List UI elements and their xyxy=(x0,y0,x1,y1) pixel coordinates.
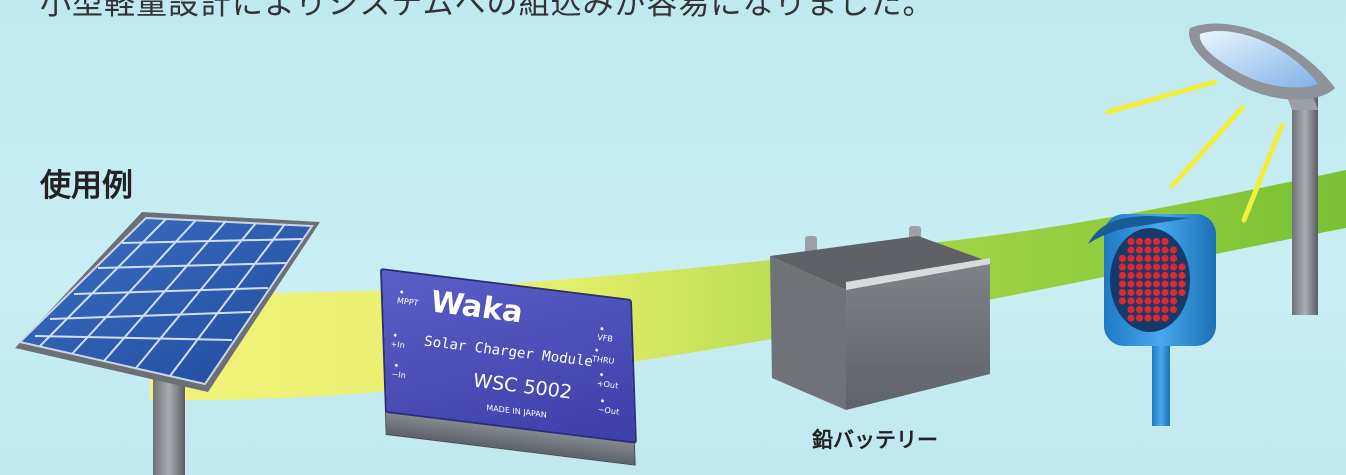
led-dot xyxy=(1135,280,1144,288)
led-dot xyxy=(1118,271,1127,280)
led-dot xyxy=(1161,305,1169,314)
led-dot xyxy=(1152,314,1161,322)
led-dot xyxy=(1169,271,1178,280)
led-dot xyxy=(1178,263,1186,271)
module-made-in: MADE IN JAPAN xyxy=(486,403,547,420)
pin-vfb: VFB xyxy=(597,333,613,344)
led-dot xyxy=(1161,246,1169,254)
usage-example-heading: 使用例 xyxy=(40,168,133,204)
led-dot xyxy=(1127,237,1135,246)
led-dot xyxy=(1169,263,1178,271)
led-dot xyxy=(1152,246,1161,254)
led-dot xyxy=(1144,271,1152,280)
led-dot xyxy=(1127,288,1135,297)
led-dot xyxy=(1144,314,1152,322)
led-dot xyxy=(1144,263,1152,271)
led-dot xyxy=(1144,305,1152,314)
led-dot xyxy=(1127,246,1135,254)
led-dot xyxy=(1161,297,1169,305)
led-dot xyxy=(1135,263,1144,271)
led-dot xyxy=(1152,237,1161,246)
led-dot xyxy=(1135,271,1144,280)
led-dot xyxy=(1135,254,1144,263)
solar-charger-module: Waka Solar Charger Module WSC 5002 MADE … xyxy=(380,268,648,469)
led-dot xyxy=(1127,271,1135,280)
pin-minus-out: −Out xyxy=(598,405,620,417)
module-title: Solar Charger Module xyxy=(424,333,594,371)
led-dot xyxy=(1144,237,1152,246)
led-dot xyxy=(1127,254,1135,263)
warning-signal-icon xyxy=(1088,214,1216,346)
pin-plus-in: +In xyxy=(390,339,404,350)
led-dot xyxy=(1127,305,1135,314)
description-text: 小型軽量設計によりシステムへの組込みが容易になりました。 xyxy=(40,0,935,22)
pin-plus-out: +Out xyxy=(597,379,619,391)
solar-panel-icon xyxy=(15,212,320,392)
led-dot xyxy=(1161,271,1169,280)
signal-pole xyxy=(1152,342,1170,426)
street-lamp-icon xyxy=(1189,23,1335,100)
led-dot xyxy=(1144,246,1152,254)
led-dot xyxy=(1169,246,1178,254)
led-dot xyxy=(1118,280,1127,288)
led-dot xyxy=(1118,263,1127,271)
led-dot xyxy=(1161,254,1169,263)
led-dot xyxy=(1118,288,1127,297)
led-dot xyxy=(1135,297,1144,305)
led-dot xyxy=(1169,280,1178,288)
battery-label: 鉛バッテリー xyxy=(812,428,938,452)
module-brand: Waka xyxy=(430,284,523,331)
led-dot xyxy=(1127,297,1135,305)
pin-mppt: MPPT xyxy=(397,296,419,308)
led-dot xyxy=(1152,305,1161,314)
led-dot xyxy=(1178,288,1186,297)
led-dot xyxy=(1144,280,1152,288)
led-dot xyxy=(1135,246,1144,254)
led-dot xyxy=(1169,305,1178,314)
led-dot xyxy=(1127,280,1135,288)
led-dot xyxy=(1135,237,1144,246)
led-dot xyxy=(1161,237,1169,246)
led-dot xyxy=(1161,263,1169,271)
led-dot xyxy=(1178,280,1186,288)
led-dot xyxy=(1169,297,1178,305)
lead-battery-icon xyxy=(770,226,990,410)
led-dot xyxy=(1118,254,1127,263)
led-dot xyxy=(1161,280,1169,288)
pin-thru: THRU xyxy=(592,354,615,366)
led-dot xyxy=(1118,297,1127,305)
light-rays xyxy=(1105,79,1285,223)
led-dot xyxy=(1135,288,1144,297)
led-dot xyxy=(1144,254,1152,263)
led-dot xyxy=(1152,288,1161,297)
led-dot xyxy=(1152,254,1161,263)
led-dot xyxy=(1127,263,1135,271)
led-dot xyxy=(1144,288,1152,297)
led-dot xyxy=(1152,280,1161,288)
led-dot xyxy=(1169,288,1178,297)
led-dot xyxy=(1127,314,1135,322)
led-dot xyxy=(1178,271,1186,280)
pin-minus-in: −In xyxy=(391,369,405,380)
led-dot xyxy=(1144,297,1152,305)
led-dot xyxy=(1152,297,1161,305)
led-dot xyxy=(1135,314,1144,322)
led-dot xyxy=(1135,305,1144,314)
street-lamp-pole xyxy=(1292,95,1318,315)
module-model: WSC 5002 xyxy=(473,369,573,404)
led-dot xyxy=(1161,314,1169,322)
led-dot xyxy=(1152,271,1161,280)
led-dot xyxy=(1152,263,1161,271)
led-dot xyxy=(1169,254,1178,263)
led-dot xyxy=(1161,288,1169,297)
